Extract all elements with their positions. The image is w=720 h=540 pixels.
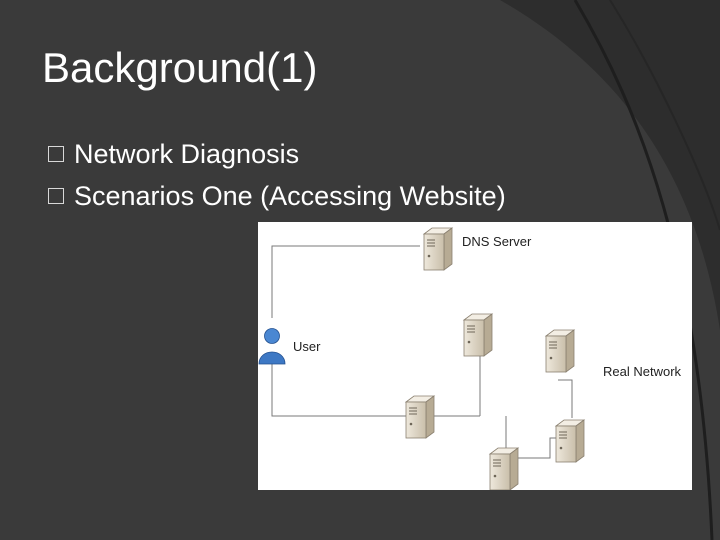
server-icon <box>405 395 435 439</box>
user-icon <box>258 328 286 365</box>
real-network-label: Real Network <box>603 364 682 379</box>
dns-server-label: DNS Server <box>462 234 532 249</box>
bullet-box-icon <box>48 188 64 204</box>
user-label: User <box>293 339 321 354</box>
bullet-text: Network Diagnosis <box>74 138 300 169</box>
network-diagram: DNS Server User Real Network <box>258 222 692 490</box>
bullet-text: Scenarios One (Accessing Website) <box>74 180 506 211</box>
server-icon <box>545 329 575 373</box>
server-icon <box>489 447 519 490</box>
server-icon <box>555 419 585 463</box>
slide-title: Background(1) <box>42 44 318 91</box>
server-icon <box>463 313 493 357</box>
bullet-item: Scenarios One (Accessing Website) <box>48 175 506 217</box>
bullet-box-icon <box>48 146 64 162</box>
bullet-list: Network Diagnosis Scenarios One (Accessi… <box>48 133 506 217</box>
bullet-item: Network Diagnosis <box>48 133 506 175</box>
dns-server-icon <box>423 227 453 271</box>
network-diagram-graphic <box>258 227 585 490</box>
